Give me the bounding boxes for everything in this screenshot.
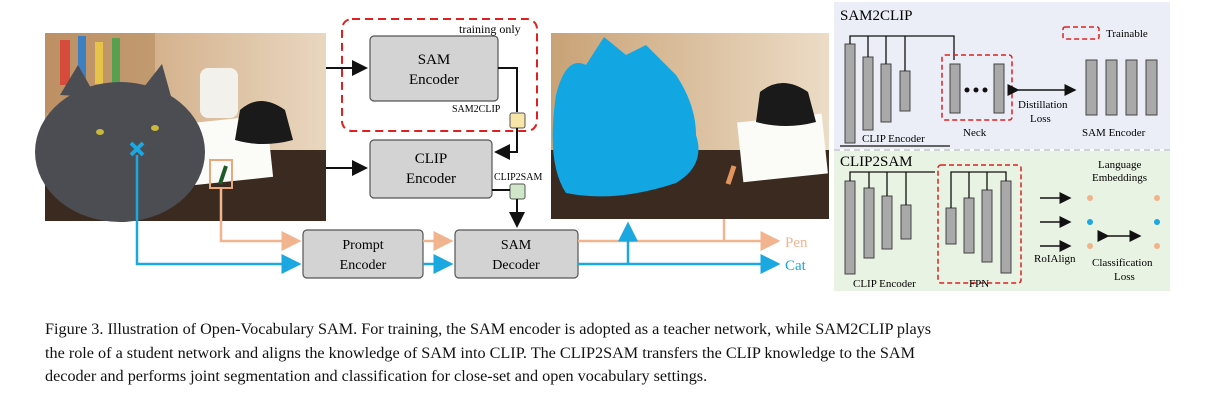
roialign-label: RoIAlign — [1034, 253, 1076, 265]
language-embeddings-line2: Embeddings — [1092, 172, 1147, 184]
clip-encoder-box — [369, 139, 493, 199]
pipeline-diagram: training only SAM Encoder CLIP Encoder P… — [135, 18, 808, 279]
trainable-legend-label: Trainable — [1106, 28, 1148, 40]
svg-text:Encoder: Encoder — [409, 72, 459, 88]
prompt-encoder-box — [302, 229, 424, 279]
sam-encoder-box — [369, 35, 499, 102]
sam2clip-title: SAM2CLIP — [840, 8, 913, 24]
sam2clip-clip-encoder-bars — [840, 35, 955, 147]
clip2sam-title: CLIP2SAM — [840, 154, 913, 170]
sam2clip-tag: SAM2CLIP — [452, 104, 501, 115]
trainable-legend-swatch — [1062, 26, 1100, 40]
classification-loss-line2: Loss — [1114, 271, 1135, 283]
output-photo — [551, 33, 829, 219]
input-photo — [35, 33, 326, 222]
svg-text:Prompt: Prompt — [342, 238, 383, 253]
caption-line-2: the role of a student network and aligns… — [45, 343, 915, 362]
caption-line-3: decoder and performs joint segmentation … — [45, 367, 708, 385]
output-cat-label: Cat — [785, 258, 807, 274]
svg-text:Decoder: Decoder — [492, 258, 540, 273]
sam2clip-panel: SAM2CLIP Trainable CLIP Encoder Neck — [834, 2, 1170, 151]
language-embeddings-line1: Language — [1098, 159, 1141, 171]
classification-loss-line1: Classification — [1092, 257, 1153, 269]
svg-text:Encoder: Encoder — [340, 258, 387, 273]
sam2clip-clip-encoder-label: CLIP Encoder — [862, 133, 925, 145]
clip2sam-tag: CLIP2SAM — [494, 172, 542, 183]
sam2clip-adapter — [509, 112, 526, 129]
fpn-box — [937, 164, 1022, 284]
distillation-loss-line1: Distillation — [1018, 99, 1068, 111]
fpn-label: FPN — [969, 278, 989, 290]
training-only-box — [341, 18, 538, 132]
clip2sam-adapter — [509, 183, 526, 200]
training-only-label: training only — [459, 22, 521, 36]
svg-text:Encoder: Encoder — [406, 171, 456, 187]
figure: training only SAM Encoder CLIP Encoder P… — [35, 2, 1170, 291]
clip2sam-panel: CLIP2SAM CLIP Encoder FPN RoIAlign — [834, 151, 1170, 291]
svg-text:SAM: SAM — [418, 52, 451, 68]
figure-caption: Figure 3. Illustration of Open-Vocabular… — [45, 318, 1185, 389]
distillation-loss-line2: Loss — [1030, 113, 1051, 125]
sam-decoder-box — [454, 229, 579, 279]
sam2clip-sam-encoder-label: SAM Encoder — [1082, 127, 1146, 139]
svg-text:SAM: SAM — [501, 238, 532, 253]
svg-text:CLIP: CLIP — [415, 151, 448, 167]
output-pen-label: Pen — [785, 235, 808, 251]
cat-mask — [552, 37, 699, 197]
clip2sam-clip-encoder-label: CLIP Encoder — [853, 278, 916, 290]
figure-canvas: training only SAM Encoder CLIP Encoder P… — [35, 2, 1170, 291]
caption-line-1: Figure 3. Illustration of Open-Vocabular… — [45, 320, 932, 338]
neck-label: Neck — [963, 127, 987, 139]
